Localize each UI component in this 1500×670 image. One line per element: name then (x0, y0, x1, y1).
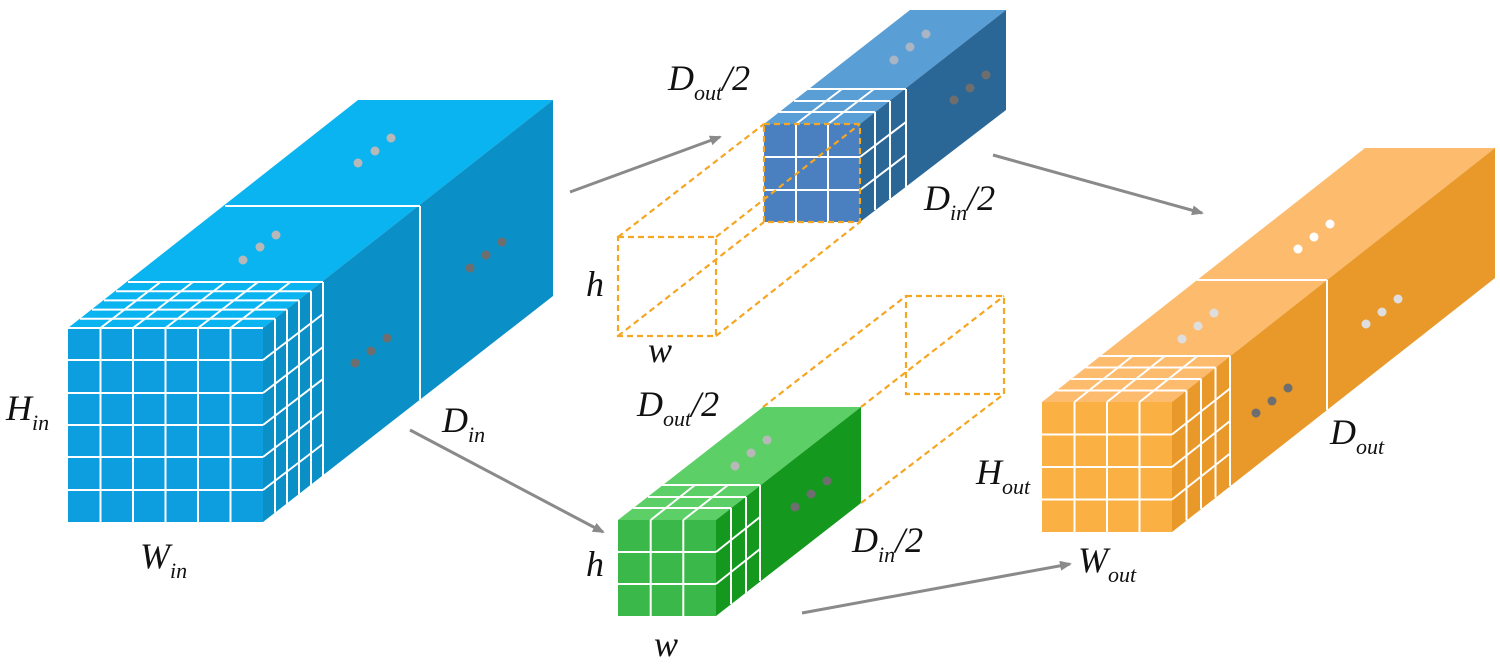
top-branch-front-grid (764, 124, 860, 222)
top-branch-top-ellipsis (889, 29, 931, 65)
output-top-ellipsis-2 (1293, 219, 1335, 254)
bottom-branch-side-face (716, 407, 861, 616)
output-top-grid (1056, 355, 1216, 403)
label-w-top: w (648, 330, 672, 370)
bottom-branch-side-ellipsis (790, 476, 832, 512)
bottom-branch-top-ellipsis (730, 435, 772, 471)
input-top-ellipsis-1 (238, 230, 281, 265)
top-branch-front-face (764, 124, 860, 222)
input-top-grid (80, 281, 311, 329)
bottom-branch-front-face (618, 520, 716, 616)
arrow-input-to-top (569, 135, 722, 194)
input-tensor (68, 100, 553, 522)
top-branch-tensor (616, 10, 1006, 338)
label-w-bottom: w (654, 624, 678, 664)
labels: Hin Win Din Dout/2 Din/2 h w Dout/2 Din/… (5, 58, 1385, 664)
label-h-out: Hout (975, 452, 1031, 499)
top-branch-segment-line (808, 88, 907, 187)
top-branch-top-grid (779, 88, 890, 125)
output-top-face (1042, 148, 1495, 402)
label-d-in-half-top: Din/2 (923, 178, 995, 225)
bottom-branch-tensor (618, 294, 1006, 616)
arrow-bottom-to-output (801, 560, 1072, 615)
input-top-ellipsis-2 (353, 133, 396, 168)
top-branch-side-grid (859, 101, 907, 210)
label-h-in: Hin (5, 388, 49, 435)
label-w-out: Wout (1078, 540, 1137, 587)
bottom-branch-front-grid (618, 520, 716, 616)
label-d-out-half-bottom: Dout/2 (636, 384, 719, 431)
bottom-branch-top-grid (633, 484, 746, 521)
input-side-face (263, 100, 553, 522)
label-d-out-half-top: Dout/2 (667, 58, 750, 105)
label-d-out: Dout (1329, 412, 1385, 459)
output-side-face (1172, 148, 1495, 532)
output-tensor (1042, 148, 1495, 532)
label-h-top: h (586, 264, 604, 304)
output-side-ellipsis-1 (1251, 383, 1293, 418)
label-h-bottom: h (586, 544, 604, 584)
input-side-grid (262, 291, 324, 513)
arrow-top-to-output (992, 153, 1204, 216)
output-front-grid (1042, 402, 1172, 532)
bottom-branch-side-grid (715, 497, 761, 604)
arrow-input-to-bottom (409, 428, 605, 534)
top-branch-side-face (860, 10, 1006, 222)
output-side-grid (1171, 367, 1231, 521)
bottom-branch-top-face (618, 407, 861, 520)
input-side-ellipsis-1 (350, 333, 392, 368)
input-top-face (68, 100, 553, 328)
flow-arrows (409, 135, 1204, 615)
top-branch-top-face (764, 10, 1006, 124)
label-w-in: Win (140, 536, 187, 583)
bottom-dashed-window (762, 294, 1006, 504)
label-d-in-half-bottom: Din/2 (851, 520, 923, 567)
top-branch-side-ellipsis (949, 70, 991, 105)
label-d-in: Din (441, 400, 485, 447)
output-top-ellipsis-1 (1177, 308, 1219, 344)
input-side-ellipsis-2 (465, 237, 507, 273)
output-side-ellipsis-2 (1361, 294, 1403, 329)
bottom-branch-segment-line (662, 484, 761, 581)
top-dashed-window (616, 122, 862, 338)
